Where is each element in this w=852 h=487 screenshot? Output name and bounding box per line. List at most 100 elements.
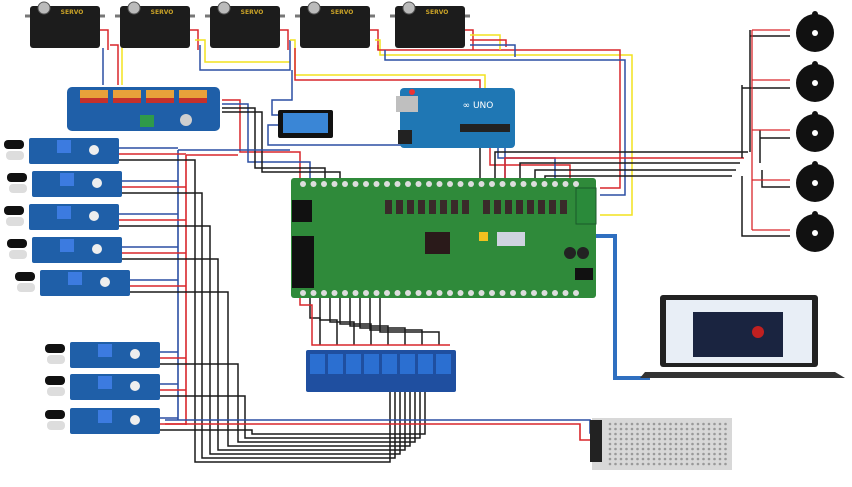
terminal-screw xyxy=(541,290,548,296)
ir-emitter-led xyxy=(6,151,24,160)
terminal-screw xyxy=(520,290,527,296)
relay-control-wire xyxy=(339,298,372,345)
vent-hole xyxy=(696,422,700,426)
vent-hole xyxy=(619,452,623,456)
buzzer-bus-wire xyxy=(504,157,744,180)
laptop xyxy=(640,295,845,378)
vent-hole xyxy=(663,432,667,436)
vent-hole xyxy=(641,437,645,441)
vent-hole xyxy=(636,422,639,426)
terminal-screw xyxy=(415,181,422,187)
vent-hole xyxy=(641,447,645,451)
vent-hole xyxy=(685,457,689,461)
vent-hole xyxy=(652,442,656,446)
vent-hole xyxy=(724,457,727,461)
vent-hole xyxy=(696,452,700,456)
ir-sensor-pcb xyxy=(29,138,119,164)
vent-hole xyxy=(696,442,700,446)
vent-hole xyxy=(713,447,716,451)
microcontroller-chip xyxy=(460,124,510,132)
vent-hole xyxy=(707,457,711,461)
ir-emitter-led xyxy=(47,387,65,396)
vent-hole xyxy=(702,442,705,446)
vent-hole xyxy=(625,447,628,451)
buzzer xyxy=(796,211,834,252)
ir-receiver-led xyxy=(15,272,35,281)
vent-hole xyxy=(713,427,716,431)
vent-hole xyxy=(680,432,683,436)
terminal-screw xyxy=(321,181,327,187)
terminal-screw xyxy=(436,290,443,296)
vent-hole xyxy=(691,447,694,451)
servo-label: SERVO xyxy=(241,9,264,16)
terminal-screw xyxy=(457,290,464,296)
buzzer-hole xyxy=(812,130,818,136)
ir-sensor-pcb xyxy=(32,171,122,197)
servo-label: SERVO xyxy=(61,9,84,16)
vent-hole xyxy=(625,462,628,466)
vent-hole xyxy=(652,452,656,456)
vent-hole xyxy=(614,457,617,461)
vent-hole xyxy=(608,437,612,441)
ir-receiver-led xyxy=(45,410,65,419)
vent-hole xyxy=(658,452,661,456)
arduino-pcb xyxy=(400,88,515,148)
potentiometer xyxy=(60,239,74,252)
vent-hole xyxy=(608,432,612,436)
vent-hole xyxy=(669,447,672,451)
servo-horn-icon xyxy=(37,1,51,15)
ir-emitter-led xyxy=(9,184,27,193)
vent-hole xyxy=(630,457,634,461)
vent-hole xyxy=(663,462,667,466)
relay-channel xyxy=(400,354,415,374)
terminal-screw xyxy=(447,181,453,187)
vent-hole xyxy=(647,432,650,436)
vent-hole xyxy=(707,452,711,456)
vent-hole xyxy=(669,462,672,466)
vent-hole xyxy=(718,427,722,431)
ir-emitter-led xyxy=(47,355,65,364)
servo-power-wire xyxy=(110,44,119,85)
servo-label: SERVO xyxy=(151,9,174,16)
servo-label: SERVO xyxy=(426,9,449,16)
vent-hole xyxy=(630,437,634,441)
vent-hole xyxy=(685,442,689,446)
vent-hole xyxy=(680,442,683,446)
vent-hole xyxy=(691,452,694,456)
terminal-screw xyxy=(552,181,558,187)
vent-hole xyxy=(608,462,612,466)
vent-hole xyxy=(669,452,672,456)
terminal-screw xyxy=(489,181,495,187)
vent-hole xyxy=(647,427,650,431)
ir-sensor-module xyxy=(15,270,130,296)
relay-channel xyxy=(436,354,451,374)
vent-hole xyxy=(625,457,628,461)
vent-hole xyxy=(658,427,661,431)
vent-hole xyxy=(641,427,645,431)
relay-control-wire xyxy=(309,298,321,345)
vent-hole xyxy=(707,427,711,431)
mount-hole xyxy=(130,415,140,425)
vent-hole xyxy=(674,427,678,431)
capacitor xyxy=(180,114,192,126)
servo-body xyxy=(120,6,190,48)
vent-hole xyxy=(647,457,650,461)
vent-hole xyxy=(636,462,639,466)
vent-hole xyxy=(702,432,705,436)
relay-channel xyxy=(346,354,361,374)
vent-hole xyxy=(685,427,689,431)
servo-header-yellow xyxy=(113,90,141,98)
main-mcu-chip xyxy=(425,232,450,254)
terminal-screw xyxy=(573,181,579,187)
ir-receiver-led xyxy=(7,173,27,182)
arduino-power-wire xyxy=(489,148,571,180)
vent-hole xyxy=(724,422,727,426)
vent-hole xyxy=(713,457,716,461)
vent-hole xyxy=(707,442,711,446)
vent-hole xyxy=(652,457,656,461)
vent-hole xyxy=(636,432,639,436)
vent-hole xyxy=(707,462,711,466)
vent-hole xyxy=(614,432,617,436)
reset-button xyxy=(409,89,415,95)
